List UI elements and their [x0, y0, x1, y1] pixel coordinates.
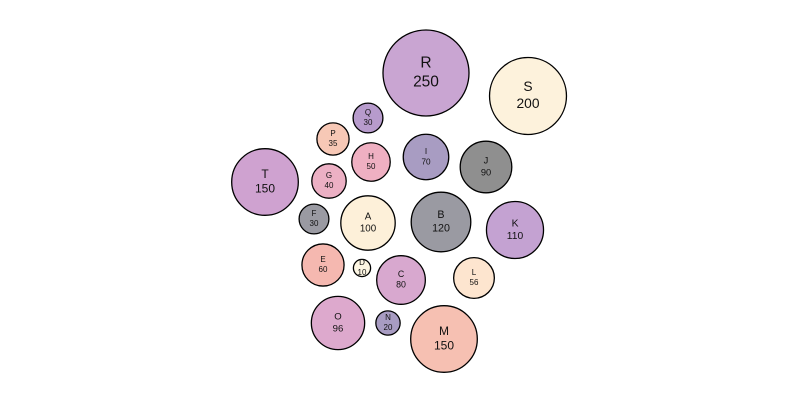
- bubble-c: C80: [376, 255, 426, 305]
- bubble-label: J: [484, 156, 489, 166]
- bubble-circle: [410, 305, 478, 373]
- bubble-label: R: [420, 54, 431, 71]
- bubble-value: 80: [396, 280, 406, 290]
- bubble-value: 20: [384, 323, 393, 332]
- bubble-label: N: [385, 313, 391, 322]
- bubble-value: 250: [413, 74, 439, 91]
- bubble-k: K 110: [485, 200, 545, 260]
- bubble-circle: [311, 163, 347, 199]
- bubble-g: G40: [311, 163, 347, 199]
- bubble-circle: [352, 102, 384, 134]
- bubble-circle: [316, 122, 350, 156]
- bubble-e: E60: [301, 243, 345, 287]
- bubble-value: 35: [329, 139, 338, 148]
- bubble-circle: [310, 295, 366, 351]
- bubble-label: P: [330, 129, 335, 138]
- bubble-value: 30: [364, 118, 373, 127]
- bubble-q: Q30: [352, 102, 384, 134]
- bubble-label: T: [261, 167, 269, 181]
- bubble-d: D10: [352, 258, 372, 278]
- bubble-circle: [375, 310, 401, 336]
- bubble-value: 56: [470, 278, 479, 287]
- bubble-circle: [452, 256, 495, 299]
- bubble-o: O96: [310, 295, 366, 351]
- bubble-j: J90: [459, 140, 513, 194]
- bubble-circle: [376, 255, 426, 305]
- bubble-circle: [231, 148, 299, 216]
- bubble-label: S: [523, 79, 532, 94]
- bubble-l: L56: [452, 256, 495, 299]
- bubble-value: 50: [367, 162, 376, 171]
- bubble-label: M: [439, 324, 449, 338]
- bubble-circle: [352, 258, 372, 278]
- bubble-label: I: [425, 147, 427, 156]
- bubble-value: 100: [360, 224, 377, 235]
- bubble-f: F30: [298, 203, 330, 235]
- bubble-label: B: [437, 209, 444, 221]
- bubble-value: 60: [319, 265, 328, 274]
- bubble-n: N20: [375, 310, 401, 336]
- bubble-label: Q: [365, 108, 371, 117]
- bubble-value: 96: [333, 323, 344, 334]
- bubble-value: 90: [481, 167, 491, 177]
- bubble-a: A 100: [340, 195, 396, 251]
- bubble-value: 30: [310, 219, 319, 228]
- bubble-circle: [410, 191, 472, 253]
- bubble-circle: [459, 140, 513, 194]
- bubble-value: 10: [358, 268, 367, 277]
- bubble-label: A: [365, 211, 372, 222]
- bubble-label: F: [312, 209, 317, 218]
- bubble-value: 150: [255, 182, 275, 196]
- bubble-label: H: [368, 152, 374, 161]
- bubble-circle: [340, 195, 396, 251]
- bubble-circle: [488, 56, 568, 136]
- bubble-value: 120: [432, 223, 450, 235]
- bubble-circle: [351, 142, 391, 182]
- bubble-i: I70: [402, 133, 450, 181]
- bubble-value: 110: [507, 231, 524, 242]
- bubble-h: H50: [351, 142, 391, 182]
- bubble-value: 150: [434, 339, 454, 353]
- bubble-label: O: [334, 312, 341, 323]
- bubble-s: S 200: [488, 56, 568, 136]
- bubble-circle: [298, 203, 330, 235]
- bubble-label: C: [398, 269, 405, 279]
- bubble-circle: [485, 200, 545, 260]
- bubble-circle: [301, 243, 345, 287]
- bubble-label: L: [472, 268, 477, 277]
- bubble-circle: [402, 133, 450, 181]
- bubble-label: E: [320, 255, 325, 264]
- bubble-value: 200: [516, 96, 539, 111]
- bubble-b: B 120: [410, 191, 472, 253]
- bubble-value: 40: [325, 181, 334, 190]
- bubble-label: G: [326, 171, 332, 180]
- bubble-label: K: [512, 218, 519, 229]
- bubble-value: 70: [421, 157, 431, 166]
- bubble-label: D: [359, 258, 365, 267]
- bubble-p: P35: [316, 122, 350, 156]
- bubble-r: R 250: [382, 29, 470, 117]
- bubble-circle: [382, 29, 470, 117]
